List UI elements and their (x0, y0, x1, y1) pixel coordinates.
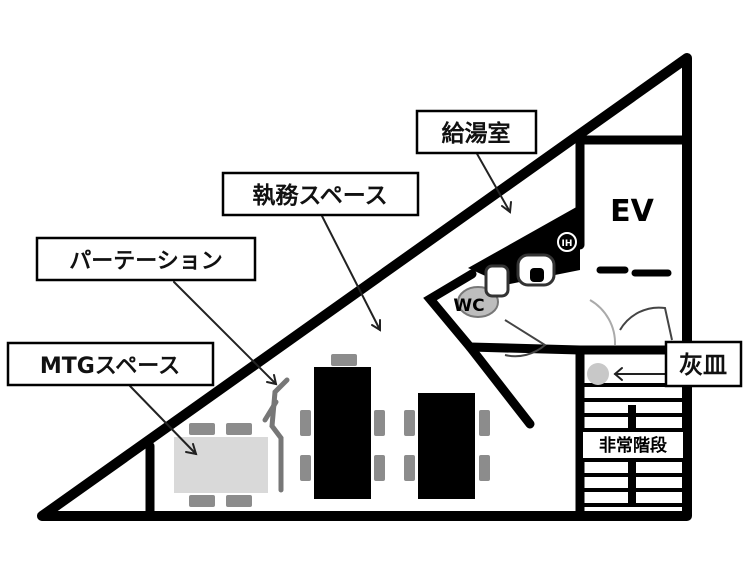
chair (404, 410, 415, 436)
chair (226, 495, 252, 507)
chair (479, 455, 490, 481)
partition-arrow (173, 281, 277, 385)
kitchenette-arrow (475, 151, 511, 213)
ih-icon (557, 232, 577, 252)
wc-door-swing (504, 319, 547, 358)
meeting-arrow (129, 385, 197, 455)
desk-chairs (300, 354, 490, 481)
callout-labels: 給湯室 執務スペース パーテーション MTGスペース 灰皿 (6, 109, 743, 388)
work-desks (314, 367, 475, 499)
kitchenette-label-box (415, 109, 538, 155)
ih-label: IH (562, 239, 573, 249)
landing-door-swing (589, 299, 617, 346)
work-space-label: 執務スペース (252, 182, 387, 209)
chair (374, 410, 385, 436)
meeting-label: MTGスペース (40, 354, 180, 379)
desk-block (418, 393, 475, 499)
chair (331, 354, 357, 366)
partition-screen (262, 399, 279, 423)
wc-label: WC (453, 296, 484, 316)
ev-door (596, 266, 672, 277)
meeting-arrowhead (185, 443, 198, 456)
hypotenuse-wall (37, 53, 692, 521)
sink-fixture (484, 253, 556, 298)
interior-walls (145, 135, 692, 521)
outer-walls (37, 53, 692, 521)
work-space-label-box (221, 171, 420, 217)
induction-hob: IH (557, 232, 577, 252)
chair (189, 495, 215, 507)
stair-door-swing (619, 306, 673, 341)
chair (300, 455, 311, 481)
partition-label: パーテーション (69, 249, 223, 274)
kitchenette-arrowhead (501, 201, 512, 214)
chair (300, 410, 311, 436)
sink-side (484, 264, 510, 298)
partition-label-box (35, 236, 257, 282)
partition-arrowhead (266, 374, 278, 386)
wc-inner-wall (465, 342, 585, 355)
chair (189, 423, 215, 435)
ashtray-label-box (664, 340, 743, 388)
work-space-arrow (321, 215, 381, 331)
ashtray-label: 灰皿 (679, 351, 727, 379)
elevator-label: EV (610, 194, 654, 229)
callout-arrows (129, 151, 666, 456)
sink-drain (530, 268, 544, 282)
stairs-label-bg (583, 432, 683, 458)
partition (262, 377, 290, 493)
meeting-chairs (189, 423, 252, 507)
ashtray-arrowhead (613, 367, 623, 381)
chair (374, 455, 385, 481)
kitchenette-label: 給湯室 (442, 120, 511, 147)
ashtray-icon (587, 363, 609, 385)
chair (404, 455, 415, 481)
chair (479, 410, 490, 436)
stairs-label: 非常階段 (599, 435, 667, 456)
wc-wall (423, 269, 535, 429)
meeting-label-box (6, 341, 215, 387)
partition-screen (269, 377, 290, 493)
desk-block (314, 367, 371, 499)
door-swings (504, 299, 673, 358)
chair (226, 423, 252, 435)
work-space-arrowhead (371, 319, 381, 332)
